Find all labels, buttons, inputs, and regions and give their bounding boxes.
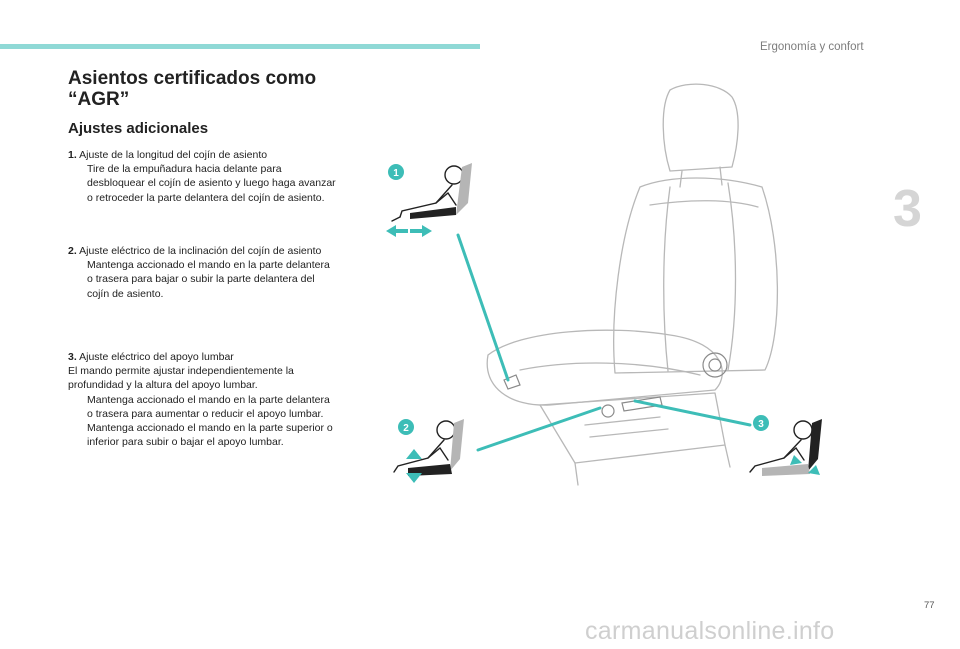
step-text: Mantenga accionado el mando en la parte … [87, 422, 333, 449]
instruction-step: Mantenga accionado el mando en la parte … [68, 421, 338, 449]
cushion-outline [486, 329, 723, 406]
callout-label: 2 [403, 423, 409, 434]
instruction-block-3: 3. Ajuste eléctrico del apoyo lumbar El … [68, 350, 338, 449]
section-subtitle: Ajustes adicionales [68, 120, 209, 137]
page-number: 77 [924, 600, 935, 611]
callout-label: 1 [393, 168, 399, 179]
inset-seatback-3 [808, 419, 822, 471]
step-text: Mantenga accionado el mando en la parte … [87, 259, 330, 300]
block-number: 3. [68, 351, 77, 363]
section-label: Ergonomía y confort [760, 41, 864, 53]
callout-badge-1: 1 [388, 164, 404, 180]
recline-knob [702, 352, 728, 378]
instruction-step: Mantenga accionado el mando en la parte … [68, 258, 338, 301]
length-handle [503, 374, 521, 390]
inset-cushion-3 [762, 464, 810, 476]
block-heading-text: Ajuste de la longitud del cojín de asien… [79, 149, 268, 161]
block-number: 2. [68, 245, 77, 257]
lumbar-control [601, 404, 615, 418]
seat-illustration: 1 2 3 [386, 83, 822, 486]
inset-seatback-2 [450, 419, 464, 471]
page-title: Asientos certificados como “AGR” [68, 68, 317, 110]
backrest-outline [613, 177, 779, 374]
instruction-step: Tire de la empuñadura hacia delante para… [68, 162, 338, 205]
connector-line-2 [476, 406, 602, 452]
connector-line-3 [633, 399, 752, 427]
instruction-step: Mantenga accionado el mando en la parte … [68, 393, 338, 421]
block-heading-text: Ajuste eléctrico de la inclinación del c… [79, 245, 322, 257]
block-heading: 2. Ajuste eléctrico de la inclinación de… [68, 244, 338, 258]
block-number: 1. [68, 149, 77, 161]
tilt-arrows [406, 449, 422, 483]
headrest-outline [662, 83, 739, 172]
callout-label: 3 [758, 419, 764, 430]
lumbar-arrows [790, 455, 820, 475]
watermark: carmanualsonline.info [585, 617, 835, 645]
tilt-control [621, 396, 663, 412]
instruction-block-2: 2. Ajuste eléctrico de la inclinación de… [68, 244, 338, 301]
block-heading: 3. Ajuste eléctrico del apoyo lumbar [68, 350, 338, 364]
header-accent-bar [0, 44, 480, 49]
block-heading-text: Ajuste eléctrico del apoyo lumbar [79, 351, 234, 363]
step-text: Tire de la empuñadura hacia delante para… [87, 163, 336, 204]
callout-badge-2: 2 [398, 419, 414, 435]
connector-line-1 [456, 233, 510, 382]
length-arrows [386, 225, 432, 237]
step-text: Mantenga accionado el mando en la parte … [87, 393, 330, 420]
chapter-number: 3 [893, 180, 922, 238]
inset-seatback-1 [456, 163, 472, 215]
block-heading: 1. Ajuste de la longitud del cojín de as… [68, 148, 338, 162]
callout-badge-3: 3 [753, 415, 769, 431]
inset-cushion-1 [410, 207, 456, 219]
seat-base-outline [539, 392, 726, 464]
instruction-block-1: 1. Ajuste de la longitud del cojín de as… [68, 148, 338, 205]
block-text: El mando permite ajustar independienteme… [68, 365, 294, 392]
